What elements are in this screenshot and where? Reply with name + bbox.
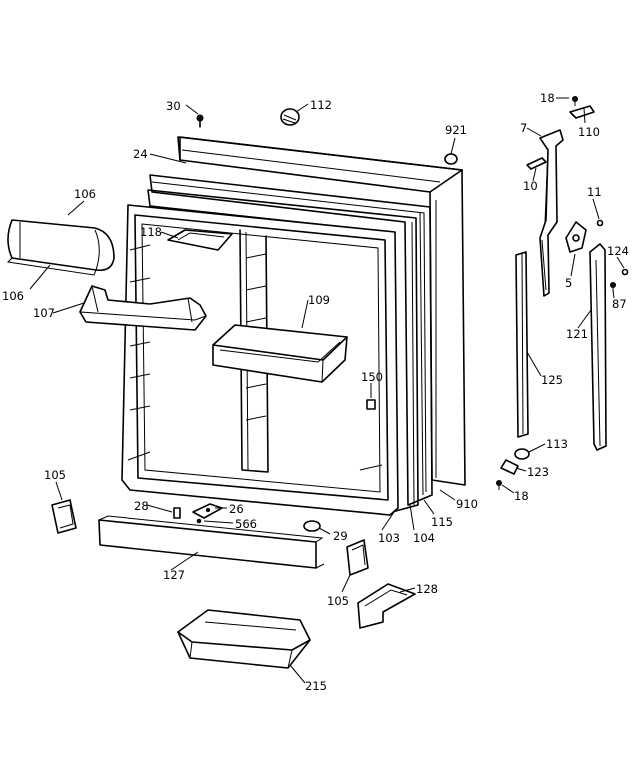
callout-labels: 30 112 18 110 7 921 24 10 106 11 118 124… bbox=[2, 91, 629, 693]
callout-127: 127 bbox=[163, 568, 185, 582]
callout-124: 124 bbox=[607, 244, 629, 258]
cap-921 bbox=[444, 153, 458, 165]
callout-112: 112 bbox=[310, 98, 332, 112]
bin-215 bbox=[177, 609, 311, 669]
callout-566: 566 bbox=[235, 517, 257, 531]
callout-215: 215 bbox=[305, 679, 327, 693]
grommet-29 bbox=[303, 520, 321, 532]
dairy-door-106 bbox=[6, 219, 115, 276]
screw-87 bbox=[610, 282, 616, 292]
clip-28 bbox=[173, 507, 181, 519]
callout-18-top: 18 bbox=[540, 91, 555, 105]
callout-113: 113 bbox=[546, 437, 568, 451]
screw-566 bbox=[196, 518, 202, 524]
callout-125: 125 bbox=[541, 373, 563, 387]
screw-18-bottom bbox=[496, 480, 502, 490]
bracket-26 bbox=[192, 503, 223, 519]
callout-128: 128 bbox=[416, 582, 438, 596]
callout-5: 5 bbox=[565, 276, 572, 290]
callout-921: 921 bbox=[445, 123, 467, 137]
callout-18-bottom: 18 bbox=[514, 489, 529, 503]
top-screw-30 bbox=[196, 114, 204, 128]
bracket-105-right bbox=[346, 539, 369, 576]
washer-10 bbox=[526, 157, 547, 170]
callout-87: 87 bbox=[612, 297, 627, 311]
callout-115: 115 bbox=[431, 515, 453, 529]
plug-112 bbox=[280, 108, 300, 126]
leader-lines bbox=[29, 97, 625, 684]
callout-10: 10 bbox=[523, 179, 538, 193]
shelf-107 bbox=[79, 285, 207, 331]
callout-30: 30 bbox=[166, 99, 181, 113]
bracket-128 bbox=[357, 583, 416, 629]
hinge-bracket-7 bbox=[539, 129, 564, 297]
hinge-pin-110 bbox=[569, 96, 595, 119]
dairy-compartment-118 bbox=[167, 229, 233, 251]
screw-11 bbox=[596, 219, 604, 227]
clip-150 bbox=[366, 399, 376, 410]
bracket-123 bbox=[500, 459, 519, 475]
callout-106-top: 106 bbox=[74, 187, 96, 201]
callout-104: 104 bbox=[413, 531, 435, 545]
cap-113 bbox=[514, 448, 530, 460]
callout-7: 7 bbox=[520, 121, 527, 135]
callout-106-left: 106 bbox=[2, 289, 24, 303]
callout-150: 150 bbox=[361, 370, 383, 384]
callout-123: 123 bbox=[527, 465, 549, 479]
callout-105-left: 105 bbox=[44, 468, 66, 482]
handle-121 bbox=[589, 243, 607, 451]
callout-121: 121 bbox=[566, 327, 588, 341]
callout-118: 118 bbox=[140, 225, 162, 239]
trim-strip-125 bbox=[515, 251, 529, 438]
callout-107: 107 bbox=[33, 306, 55, 320]
shelf-bin-109 bbox=[212, 324, 348, 383]
callout-28: 28 bbox=[134, 499, 149, 513]
screw-124 bbox=[621, 268, 629, 276]
callout-11: 11 bbox=[587, 185, 602, 199]
door-stop-5 bbox=[565, 221, 587, 253]
callout-105-right: 105 bbox=[327, 594, 349, 608]
callout-910: 910 bbox=[456, 497, 478, 511]
callout-26: 26 bbox=[229, 502, 244, 516]
callout-110: 110 bbox=[578, 125, 600, 139]
bracket-105-left bbox=[51, 499, 77, 534]
callout-24: 24 bbox=[133, 147, 148, 161]
trim-127 bbox=[98, 515, 325, 569]
callout-103: 103 bbox=[378, 531, 400, 545]
callout-29: 29 bbox=[333, 529, 348, 543]
callout-109: 109 bbox=[308, 293, 330, 307]
